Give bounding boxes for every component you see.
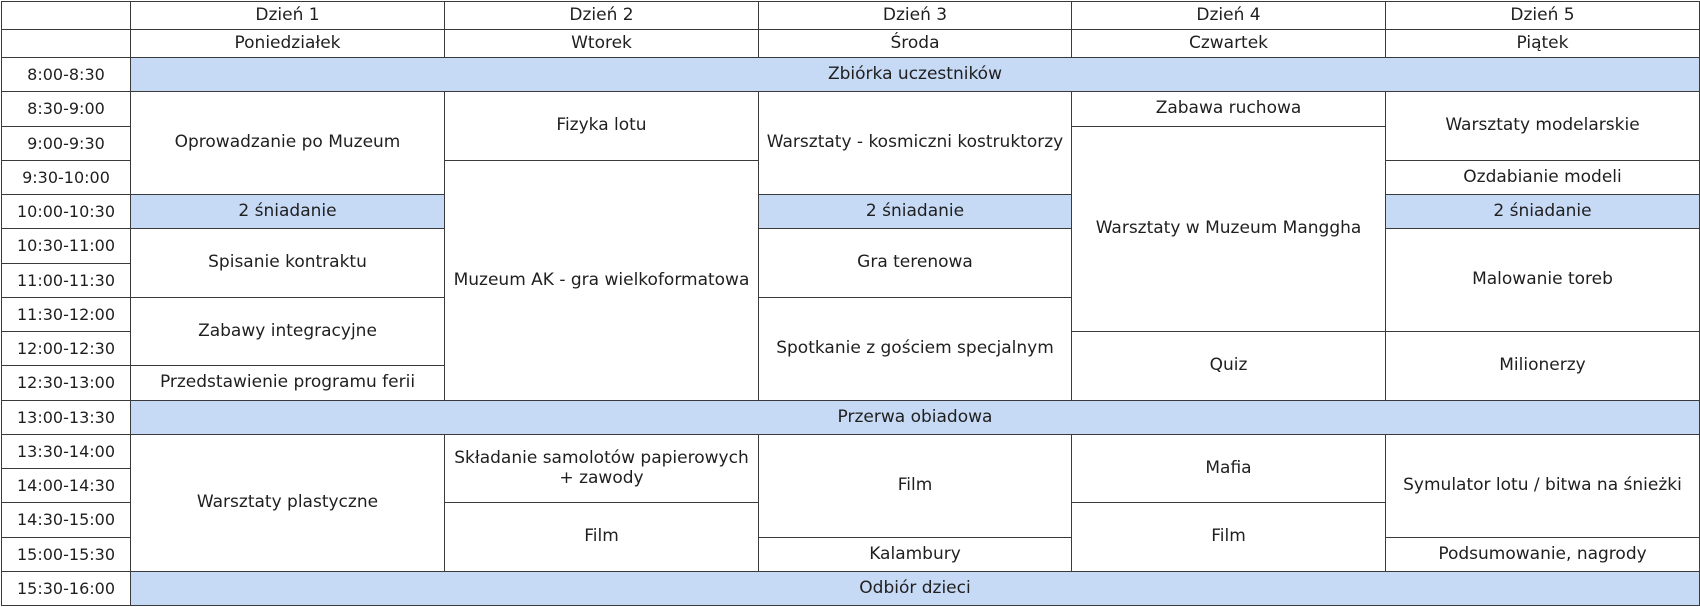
event-cell: 2 śniadanie: [1385, 194, 1700, 229]
event-cell: Przedstawienie programu ferii: [130, 365, 445, 401]
event-cell: Zbiórka uczestników: [130, 57, 1700, 92]
event-cell: Muzeum AK - gra wielkoformatowa: [444, 160, 759, 401]
time-slot: 11:00-11:30: [1, 263, 131, 298]
time-slot: 10:00-10:30: [1, 194, 131, 229]
event-cell: Przerwa obiadowa: [130, 400, 1700, 435]
event-cell: Odbiór dzieci: [130, 571, 1700, 606]
time-slot: 10:30-11:00: [1, 228, 131, 264]
weekday-header: Czwartek: [1071, 29, 1386, 58]
event-cell: Milionerzy: [1385, 331, 1700, 401]
day-header: Dzień 4: [1071, 1, 1386, 30]
event-cell: Spotkanie z gościem specjalnym: [758, 297, 1072, 401]
day-header: Dzień 1: [130, 1, 445, 30]
event-cell: Oprowadzanie po Muzeum: [130, 91, 445, 195]
event-cell: Film: [444, 502, 759, 572]
event-cell: Podsumowanie, nagrody: [1385, 537, 1700, 572]
event-cell: Warsztaty modelarskie: [1385, 91, 1700, 161]
time-slot: 11:30-12:00: [1, 297, 131, 332]
corner-cell: [1, 1, 131, 30]
time-slot: 8:00-8:30: [1, 57, 131, 92]
event-cell: Zabawa ruchowa: [1071, 91, 1386, 127]
event-cell: Gra terenowa: [758, 228, 1072, 298]
event-cell: Symulator lotu / bitwa na śnieżki: [1385, 434, 1700, 538]
event-cell: Kalambury: [758, 537, 1072, 572]
event-cell: Ozdabianie modeli: [1385, 160, 1700, 195]
time-slot: 14:00-14:30: [1, 468, 131, 503]
time-slot: 12:00-12:30: [1, 331, 131, 366]
event-cell: Spisanie kontraktu: [130, 228, 445, 298]
event-cell: Film: [758, 434, 1072, 538]
event-cell: Fizyka lotu: [444, 91, 759, 161]
weekday-header: Poniedziałek: [130, 29, 445, 58]
event-cell: Warsztaty w Muzeum Manggha: [1071, 126, 1386, 332]
time-slot: 14:30-15:00: [1, 502, 131, 538]
event-cell: Film: [1071, 502, 1386, 572]
time-slot: 15:30-16:00: [1, 571, 131, 606]
event-cell: Malowanie toreb: [1385, 228, 1700, 332]
event-cell: Mafia: [1071, 434, 1386, 503]
event-cell: Warsztaty plastyczne: [130, 434, 445, 572]
event-cell: 2 śniadanie: [130, 194, 445, 229]
day-header: Dzień 2: [444, 1, 759, 30]
day-header: Dzień 3: [758, 1, 1072, 30]
time-slot: 12:30-13:00: [1, 365, 131, 401]
time-slot: 8:30-9:00: [1, 91, 131, 127]
weekday-header: Wtorek: [444, 29, 759, 58]
time-slot: 13:00-13:30: [1, 400, 131, 435]
weekday-header: Środa: [758, 29, 1072, 58]
event-cell: Warsztaty - kosmiczni kostruktorzy: [758, 91, 1072, 195]
event-cell: Quiz: [1071, 331, 1386, 401]
corner-cell: [1, 29, 131, 58]
event-cell: Zabawy integracyjne: [130, 297, 445, 366]
time-slot: 9:30-10:00: [1, 160, 131, 195]
event-cell: 2 śniadanie: [758, 194, 1072, 229]
weekday-header: Piątek: [1385, 29, 1700, 58]
time-slot: 13:30-14:00: [1, 434, 131, 469]
time-slot: 9:00-9:30: [1, 126, 131, 161]
event-cell: Składanie samolotów papierowych + zawody: [444, 434, 759, 503]
day-header: Dzień 5: [1385, 1, 1700, 30]
time-slot: 15:00-15:30: [1, 537, 131, 572]
